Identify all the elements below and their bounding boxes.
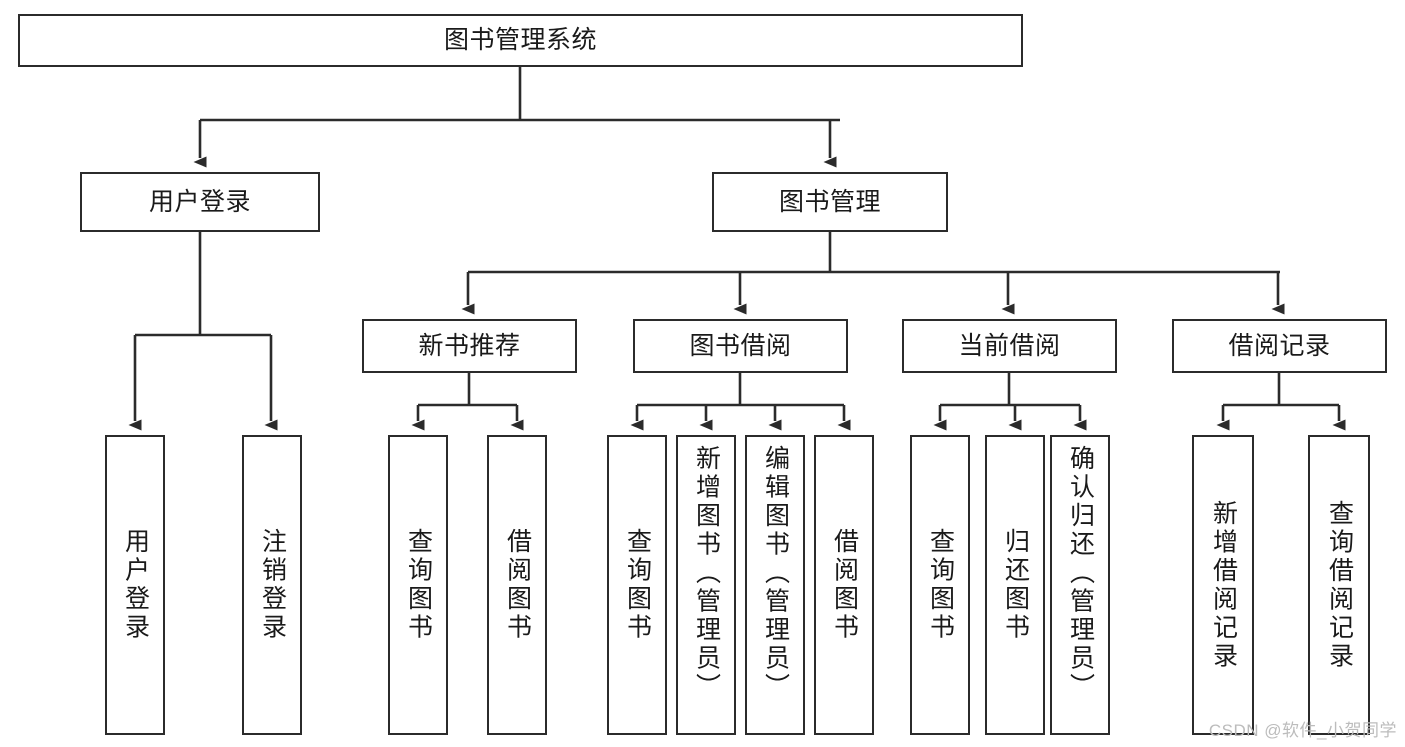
watermark-text: CSDN @软件_小贺同学: [1208, 721, 1397, 740]
node-label: 新书推荐: [418, 331, 521, 360]
leaf-add-borrow-record[interactable]: 新增借阅记录: [1192, 435, 1254, 735]
leaf-label: 用户登录: [121, 528, 150, 642]
leaf-label: 借阅图书: [503, 528, 532, 642]
node-new-book-recommendation[interactable]: 新书推荐: [362, 319, 577, 373]
node-borrow-record[interactable]: 借阅记录: [1172, 319, 1387, 373]
node-book-borrow[interactable]: 图书借阅: [633, 319, 848, 373]
leaf-label: 确认归还（管理员）: [1066, 445, 1095, 702]
node-label: 图书借阅: [689, 331, 792, 360]
leaf-label: 编辑图书（管理员）: [761, 445, 790, 702]
leaf-label: 查询图书: [926, 528, 955, 642]
leaf-label: 归还图书: [1001, 528, 1030, 642]
node-label: 用户登录: [148, 187, 251, 216]
leaf-query-book-1[interactable]: 查询图书: [388, 435, 448, 735]
leaf-label: 借阅图书: [830, 528, 859, 642]
leaf-label: 新增借阅记录: [1209, 499, 1238, 671]
leaf-user-login[interactable]: 用户登录: [105, 435, 165, 735]
leaf-return-book[interactable]: 归还图书: [985, 435, 1045, 735]
node-current-borrow[interactable]: 当前借阅: [902, 319, 1117, 373]
node-user-login[interactable]: 用户登录: [80, 172, 320, 232]
leaf-label: 查询借阅记录: [1325, 499, 1354, 671]
node-label: 图书管理系统: [443, 26, 597, 55]
leaf-edit-book-admin[interactable]: 编辑图书（管理员）: [745, 435, 805, 735]
node-label: 图书管理: [778, 187, 881, 216]
leaf-label: 查询图书: [623, 528, 652, 642]
leaf-borrow-book-1[interactable]: 借阅图书: [487, 435, 547, 735]
leaf-confirm-return-admin[interactable]: 确认归还（管理员）: [1050, 435, 1110, 735]
leaf-query-borrow-record[interactable]: 查询借阅记录: [1308, 435, 1370, 735]
node-root-book-management-system[interactable]: 图书管理系统: [18, 14, 1023, 67]
leaf-query-book-3[interactable]: 查询图书: [910, 435, 970, 735]
leaf-logout-login[interactable]: 注销登录: [242, 435, 302, 735]
leaf-query-book-2[interactable]: 查询图书: [607, 435, 667, 735]
leaf-borrow-book-2[interactable]: 借阅图书: [814, 435, 874, 735]
leaf-add-book-admin[interactable]: 新增图书（管理员）: [676, 435, 736, 735]
node-label: 借阅记录: [1228, 331, 1331, 360]
leaf-label: 注销登录: [258, 528, 287, 642]
node-book-management[interactable]: 图书管理: [712, 172, 948, 232]
node-label: 当前借阅: [958, 331, 1061, 360]
leaf-label: 新增图书（管理员）: [692, 445, 721, 702]
leaf-label: 查询图书: [404, 528, 433, 642]
